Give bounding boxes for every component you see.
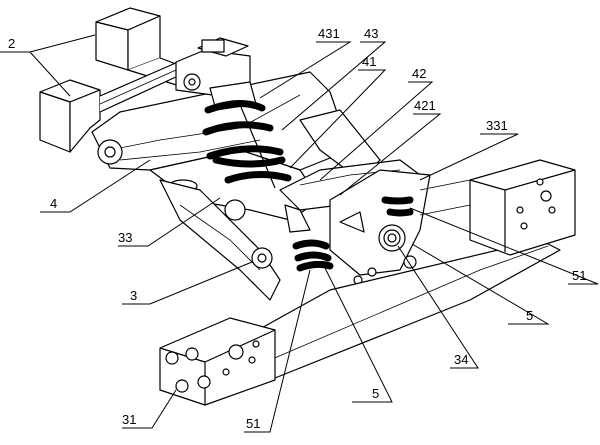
part-labels: 2 431 43 41 42 421 331 4 33 3 51 5 34 5 … xyxy=(8,26,586,431)
label-41: 41 xyxy=(362,54,376,69)
label-42: 42 xyxy=(412,66,426,81)
label-431: 431 xyxy=(318,26,340,41)
mounting-plate xyxy=(329,169,431,285)
left-end-block xyxy=(159,317,276,406)
lower-elastomer xyxy=(292,239,334,272)
label-421: 421 xyxy=(414,98,436,113)
label-5-lower: 5 xyxy=(372,386,379,401)
label-31: 31 xyxy=(122,412,136,427)
coil-spring xyxy=(202,99,292,189)
label-51-right: 51 xyxy=(572,268,586,283)
leader-lines xyxy=(0,34,599,433)
label-5-right: 5 xyxy=(526,308,533,323)
swing-arm xyxy=(91,71,381,221)
label-2: 2 xyxy=(8,36,15,51)
label-43: 43 xyxy=(364,26,378,41)
label-331: 331 xyxy=(486,118,508,133)
label-51-lower: 51 xyxy=(246,416,260,431)
label-34: 34 xyxy=(454,352,468,367)
upper-frame-rails xyxy=(39,7,301,153)
main-beam xyxy=(159,179,281,301)
label-33: 33 xyxy=(118,230,132,245)
label-4: 4 xyxy=(50,196,57,211)
right-end-block xyxy=(419,159,576,256)
label-3: 3 xyxy=(130,288,137,303)
